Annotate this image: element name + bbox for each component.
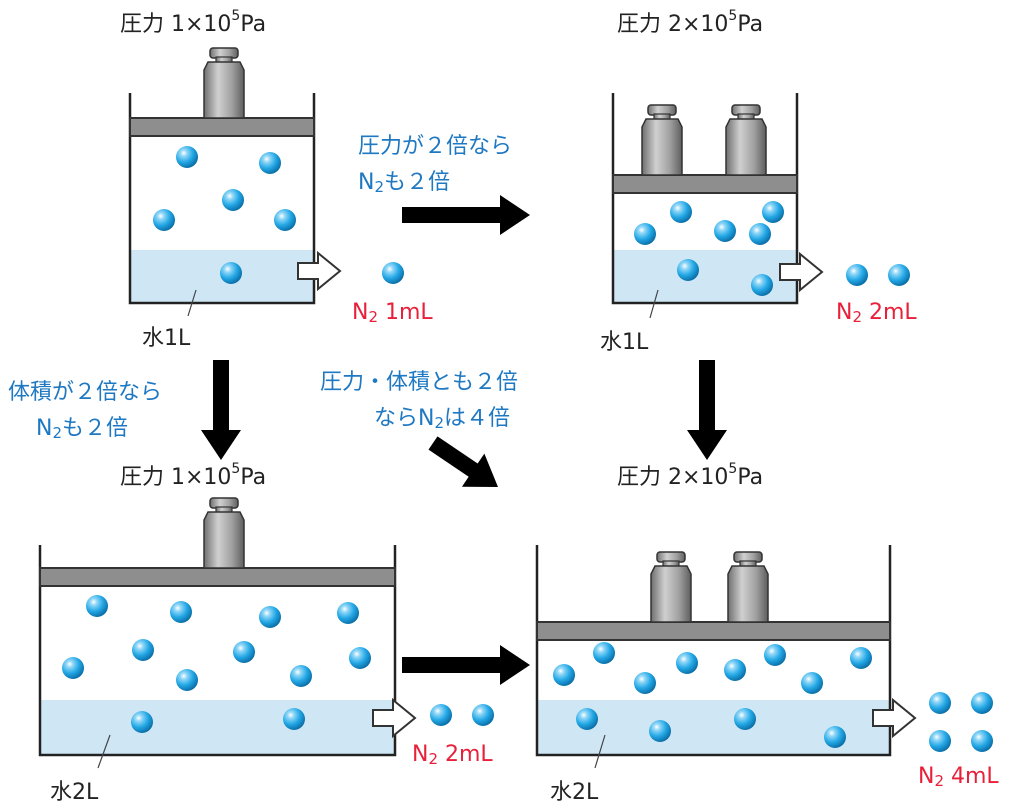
- p2-water-region: [613, 250, 797, 303]
- p3-dissolved-molecule-1: [131, 711, 153, 733]
- p2-gas-molecule-5: [749, 223, 771, 245]
- p2-dissolved-molecule-1: [677, 259, 699, 281]
- p2-gas-molecule-4: [714, 220, 736, 242]
- p4-container: [535, 545, 892, 757]
- p3-piston: [39, 567, 396, 587]
- p3-gas-molecule-1: [86, 595, 108, 617]
- p1-gas-molecule-1: [176, 146, 198, 168]
- p4-weight-2: [727, 565, 769, 623]
- p4-water-leader-line: [594, 734, 606, 769]
- p3-released-molecule-2: [472, 704, 494, 726]
- p3-product-label: N2 2mL: [412, 742, 493, 768]
- p2-gas-molecule-2: [762, 201, 784, 223]
- p3-container: [38, 545, 397, 757]
- p3-weight-1: [203, 511, 245, 569]
- p3-water-region: [40, 700, 395, 755]
- p4-dissolved-molecule-3: [734, 708, 756, 730]
- p3-gas-molecule-3: [259, 606, 281, 628]
- p1-pressure-label: 圧力 1×105Pa: [120, 8, 267, 37]
- arrow-p1-to-p4: [428, 436, 498, 487]
- p4-gas-molecule-8: [801, 672, 823, 694]
- p3-release-arrow: [372, 697, 417, 739]
- p3-gas-molecule-10: [349, 647, 371, 669]
- p2-weight-2: [725, 118, 767, 176]
- note-pressure-double-line1: 圧力が２倍なら: [358, 134, 513, 159]
- p4-gas-molecule-1: [593, 642, 615, 664]
- p4-piston: [536, 621, 891, 641]
- p4-gas-molecule-7: [634, 672, 656, 694]
- p1-release-arrow: [297, 250, 342, 292]
- p4-gas-molecule-6: [724, 659, 746, 681]
- p1-gas-molecule-2: [259, 152, 281, 174]
- p4-dissolved-molecule-1: [576, 708, 598, 730]
- p3-released-molecule-1: [430, 704, 452, 726]
- p2-water-leader-line: [649, 289, 659, 319]
- note-volume-double-line1: 体積が２倍なら: [8, 380, 163, 405]
- p4-release-arrow: [872, 697, 917, 739]
- p2-product-label: N2 2mL: [836, 300, 917, 326]
- p1-gas-molecule-5: [274, 209, 296, 231]
- p3-gas-molecule-2: [170, 601, 192, 623]
- p4-pressure-label: 圧力 2×105Pa: [617, 461, 764, 490]
- arrow-p1-to-p3: [201, 360, 241, 460]
- p1-water-leader-line: [187, 289, 197, 317]
- p4-dissolved-molecule-2: [649, 720, 671, 742]
- p4-released-molecule-4: [971, 730, 993, 752]
- p4-water-label: 水2L: [550, 780, 599, 805]
- p2-released-molecule-2: [888, 264, 910, 286]
- p1-container: [128, 93, 316, 305]
- note-both-double-line2: ならN2は４倍: [374, 406, 511, 432]
- p2-dissolved-molecule-2: [751, 274, 773, 296]
- p2-weight-1: [641, 118, 683, 176]
- p2-pressure-label: 圧力 2×105Pa: [617, 8, 764, 37]
- p4-gas-molecule-5: [676, 652, 698, 674]
- p1-product-label: N2 1mL: [352, 300, 433, 326]
- p2-piston: [612, 174, 798, 194]
- p1-gas-region: [130, 136, 314, 250]
- p3-dissolved-molecule-2: [283, 708, 305, 730]
- p1-released-molecule-1: [382, 262, 404, 284]
- p1-dissolved-molecule-1: [220, 262, 242, 284]
- p4-dissolved-molecule-4: [824, 726, 846, 748]
- p2-water-label: 水1L: [600, 330, 649, 355]
- p1-gas-molecule-4: [153, 209, 175, 231]
- p3-water-label: 水2L: [50, 780, 99, 805]
- p3-gas-molecule-9: [290, 665, 312, 687]
- p4-released-molecule-1: [929, 692, 951, 714]
- p1-piston: [129, 117, 315, 137]
- p4-gas-molecule-4: [553, 664, 575, 686]
- p1-weight-1: [203, 61, 245, 119]
- p4-product-label: N2 4mL: [918, 764, 999, 790]
- arrow-p3-to-p4: [402, 645, 530, 685]
- p1-gas-molecule-3: [222, 189, 244, 211]
- p4-gas-molecule-2: [764, 644, 786, 666]
- p3-gas-molecule-6: [233, 641, 255, 663]
- p3-water-leader-line: [97, 734, 111, 769]
- p3-gas-molecule-4: [337, 602, 359, 624]
- p3-gas-molecule-8: [176, 669, 198, 691]
- p4-weight-1: [650, 565, 692, 623]
- p4-released-molecule-2: [971, 692, 993, 714]
- p4-gas-molecule-3: [850, 647, 872, 669]
- note-pressure-double-line2: N2も２倍: [358, 170, 451, 196]
- p3-gas-molecule-7: [62, 657, 84, 679]
- p3-pressure-label: 圧力 1×105Pa: [120, 461, 267, 490]
- p1-water-label: 水1L: [142, 326, 191, 351]
- p2-released-molecule-1: [846, 264, 868, 286]
- note-volume-double-line2: N2も２倍: [36, 416, 129, 442]
- p4-gas-region: [537, 640, 890, 700]
- p2-gas-molecule-1: [670, 201, 692, 223]
- p4-released-molecule-3: [929, 730, 951, 752]
- arrow-p2-to-p4: [687, 360, 727, 460]
- p2-gas-molecule-3: [634, 223, 656, 245]
- p2-container: [611, 93, 799, 305]
- p3-gas-molecule-5: [132, 639, 154, 661]
- note-both-double-line1: 圧力・体積とも２倍: [320, 370, 519, 395]
- p2-release-arrow: [779, 251, 824, 293]
- arrow-p1-to-p2: [402, 195, 530, 235]
